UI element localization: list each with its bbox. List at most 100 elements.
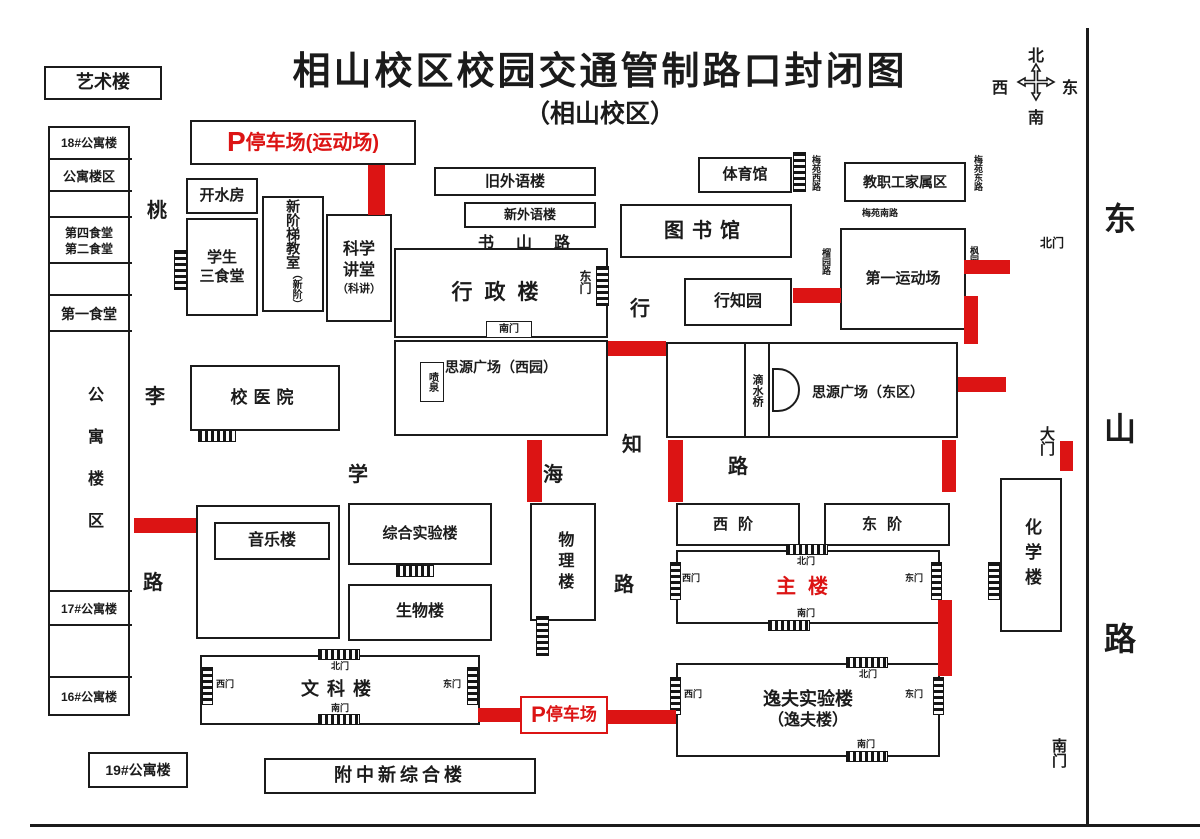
road-xingzhi-char-3: 路	[728, 456, 748, 478]
building-label: 图书馆	[664, 220, 748, 242]
building-label: 科学	[342, 241, 375, 259]
gate-barrier	[846, 751, 888, 762]
yifu-east-gate-label: 东门	[905, 689, 924, 699]
gate-barrier	[396, 565, 434, 577]
road-fengyuan-label: 枫园路	[968, 246, 981, 273]
building-label: 西阶	[712, 515, 763, 533]
building-label: 教职工家属区	[863, 173, 947, 190]
main-south-gate-label: 南门	[797, 608, 816, 618]
road-liuyuan-label: 榴园路	[821, 248, 831, 275]
building-gym: 体育馆	[698, 157, 792, 193]
building-apt-area: 公寓楼区	[62, 169, 115, 184]
closure-bar	[793, 288, 841, 303]
building-label: （新阶）	[290, 269, 302, 309]
page-subtitle: （相山校区）	[524, 100, 675, 128]
south-gate-label: 南门	[1050, 738, 1067, 768]
compass-rose-icon	[1016, 62, 1056, 107]
column-divider	[48, 190, 132, 192]
building-physics: 物理楼	[530, 503, 596, 621]
building-science-hall: 科学 讲堂 （科讲）	[326, 214, 392, 322]
building-new-tier-classroom: 新阶梯教室 （新阶）	[262, 196, 324, 312]
building-canteen4: 第四食堂	[64, 226, 113, 240]
parking-p-label: P	[226, 126, 246, 158]
road-meiyuan-west-label: 梅苑西路	[811, 155, 821, 191]
north-gate-label: 北门	[1040, 236, 1065, 250]
column-divider	[48, 294, 132, 296]
fountain-label: 喷泉	[426, 372, 438, 392]
bridge-label: 滴水桥	[751, 373, 764, 407]
building-label: 三食堂	[199, 268, 245, 285]
gate-barrier	[318, 714, 360, 725]
column-divider	[48, 676, 132, 678]
apartment-column	[48, 126, 130, 716]
building-new-foreign-lang: 新外语楼	[464, 202, 596, 228]
road-xuehai-char-2: 海	[543, 464, 563, 486]
admin-east-gate-label: 东门	[578, 270, 592, 294]
column-divider	[48, 330, 132, 332]
building-label: 东阶	[861, 515, 912, 533]
building-label: 讲堂	[342, 261, 375, 279]
building-canteen1: 第一食堂	[61, 306, 117, 322]
page-title: 相山校区校园交通管制路口封闭图	[292, 51, 908, 93]
building-library: 图书馆	[620, 204, 792, 258]
main-west-gate-label: 西门	[682, 573, 701, 583]
building-label: 新阶梯教室	[285, 199, 302, 269]
gate-barrier	[933, 677, 944, 715]
building-label: 文科楼	[301, 679, 379, 700]
compass-north-label: 北	[1028, 48, 1045, 65]
building-label: 行知园	[713, 292, 762, 310]
road-taoli-char-3: 路	[143, 572, 163, 594]
building-label: 行政楼	[451, 281, 551, 305]
parking-p-label: P	[531, 701, 546, 727]
compass-east-label: 东	[1062, 80, 1079, 97]
building-label: 旧外语楼	[484, 172, 545, 190]
closure-bar	[134, 518, 196, 533]
building-affiliated-school: 附中新综合楼	[264, 758, 536, 794]
building-liberal-arts: 文科楼	[200, 655, 480, 725]
closure-bar	[1060, 441, 1073, 471]
building-label: 化学楼	[1022, 517, 1042, 593]
building-apt18: 18#公寓楼	[60, 136, 118, 150]
building-boiler: 开水房	[186, 178, 258, 214]
gate-barrier	[596, 266, 609, 306]
main-east-gate-label: 东门	[905, 573, 924, 583]
building-label: 校医院	[230, 387, 300, 407]
road-taoli-char-2: 李	[145, 386, 165, 408]
gate-barrier	[846, 657, 888, 668]
road-meiyuan-east-label: 梅苑东路	[973, 155, 983, 191]
building-apt16: 16#公寓楼	[60, 690, 118, 704]
building-playground-1: 第一运动场	[840, 228, 966, 330]
column-divider	[48, 216, 132, 218]
building-yifu-lab: 逸夫实验楼 （逸夫楼）	[676, 663, 940, 757]
plaza-label: 思源广场（西园）	[445, 359, 557, 375]
closure-bar	[608, 710, 676, 724]
admin-south-gate: 南门	[486, 321, 532, 338]
building-east-step: 东阶	[824, 503, 950, 546]
gate-barrier	[793, 152, 806, 192]
closure-bar	[527, 440, 542, 502]
building-label: 体育馆	[722, 166, 768, 184]
building-west-step: 西阶	[676, 503, 800, 546]
column-divider	[48, 262, 132, 264]
column-divider	[48, 624, 132, 626]
building-label: 艺术楼	[76, 72, 130, 93]
east-road-char-3: 路	[1104, 621, 1137, 657]
gate-barrier	[318, 649, 360, 660]
gate-label: 南门	[499, 324, 519, 335]
liberal-west-gate-label: 西门	[216, 679, 235, 689]
gate-barrier	[988, 562, 1000, 600]
yifu-north-gate-label: 北门	[859, 669, 878, 679]
plaza-siyuan-east	[666, 342, 958, 438]
building-label: 学生	[206, 248, 237, 266]
gate-barrier	[931, 562, 942, 600]
building-staff-housing: 教职工家属区	[844, 162, 966, 202]
parking-south-lot: P 停车场	[520, 696, 608, 734]
building-canteen3: 学生 三食堂	[186, 218, 258, 316]
road-xingzhi-char-1: 行	[630, 298, 650, 320]
closure-bar	[608, 341, 666, 356]
main-north-gate-label: 北门	[797, 556, 816, 566]
compass-south-label: 南	[1028, 110, 1045, 127]
gate-barrier	[768, 620, 810, 631]
gate-barrier	[467, 667, 478, 705]
parking-sports-lot: P 停车场(运动场)	[190, 120, 416, 165]
